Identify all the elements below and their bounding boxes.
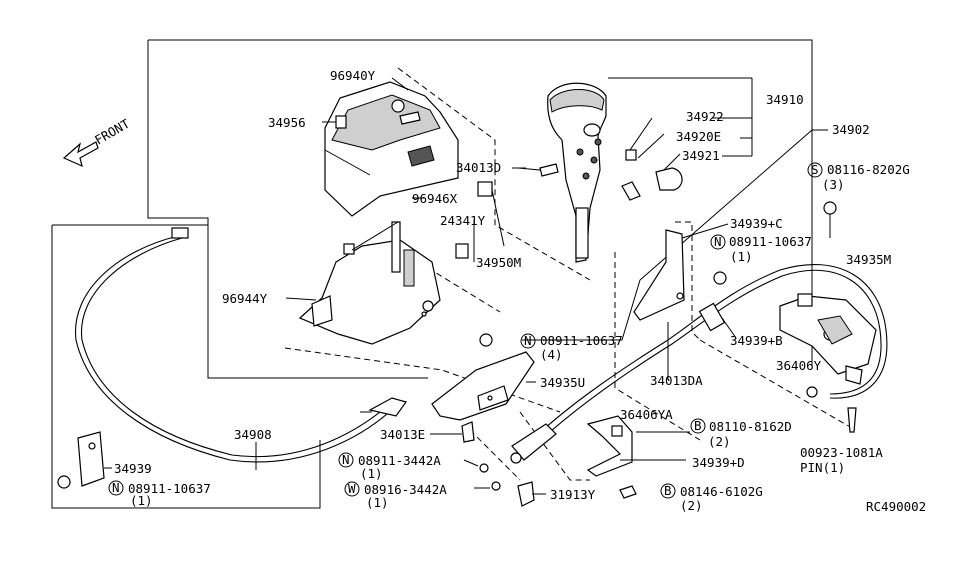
label-34939: 34939 xyxy=(114,461,152,476)
symbol-screw: S xyxy=(811,162,819,177)
label-34950m: 34950M xyxy=(476,255,521,270)
bracket-34939d xyxy=(586,415,633,477)
label-08911-10637-right-qty: (1) xyxy=(730,249,753,264)
label-08110-qty: (2) xyxy=(708,434,731,449)
label-08110-8162d: 08110-8162D xyxy=(709,419,792,434)
label-08911-10637-mid: 08911-10637 xyxy=(540,333,623,348)
frame-lines xyxy=(51,39,828,509)
nut-34939c xyxy=(713,271,727,285)
label-08146-6102g: 08146-6102G xyxy=(680,484,763,499)
clip-96946x xyxy=(477,181,493,197)
front-arrow: FRONT xyxy=(62,116,132,168)
label-08146-qty: (2) xyxy=(680,498,703,513)
bolt-08116 xyxy=(823,201,837,215)
part-labels: 96940Y 34956 34910 34922 34920E 34921 34… xyxy=(114,68,926,514)
cable-34935m xyxy=(510,264,888,464)
label-34902: 34902 xyxy=(832,122,870,137)
bolt-08146 xyxy=(619,485,637,499)
label-34013d: 34013D xyxy=(456,160,501,175)
label-34922: 34922 xyxy=(686,109,724,124)
label-00923-1081a: 00923-1081A xyxy=(800,445,883,460)
label-08916-3442a: 08916-3442A xyxy=(364,482,447,497)
cable-34908 xyxy=(75,227,407,463)
diagram-code: RC490002 xyxy=(866,499,926,514)
clip-36406y xyxy=(806,386,818,398)
screw-34013d xyxy=(517,163,559,177)
console-finisher xyxy=(324,81,459,217)
label-96940y: 96940Y xyxy=(330,68,376,83)
label-34939c: 34939+C xyxy=(730,216,783,231)
label-08916-qty: (1) xyxy=(366,495,389,510)
label-08116-qty: (3) xyxy=(822,177,845,192)
symbol-nut-3442a: N xyxy=(342,452,350,467)
label-36406ya: 36406YA xyxy=(620,407,673,422)
label-31913y: 31913Y xyxy=(550,487,596,502)
label-00923-pin: PIN(1) xyxy=(800,460,845,475)
symbol-bolt-08146: B xyxy=(664,483,672,498)
label-08116-8202g: 08116-8202G xyxy=(827,162,910,177)
clip-34013e xyxy=(461,421,475,443)
label-08911-10637-mid-qty: (4) xyxy=(540,347,563,362)
front-label: FRONT xyxy=(92,116,132,148)
label-34935m: 34935M xyxy=(846,252,891,267)
bracket-34939b xyxy=(779,293,877,385)
label-34908: 34908 xyxy=(234,427,272,442)
washer xyxy=(491,481,501,491)
nut-mid xyxy=(479,333,493,347)
knob-button-parts xyxy=(621,117,683,201)
nut-08911-3442a xyxy=(479,463,489,473)
symbol-nut-right: N xyxy=(714,234,722,249)
bracket-31913y xyxy=(517,481,535,507)
clip-34956 xyxy=(335,115,347,129)
shift-lever-base xyxy=(298,221,441,345)
symbol-washer: W xyxy=(348,481,356,496)
bracket-34939c xyxy=(633,223,729,321)
label-34920e: 34920E xyxy=(676,129,721,144)
label-34013e: 34013E xyxy=(380,427,425,442)
cover-34935u xyxy=(431,351,535,421)
pin-00923 xyxy=(847,407,857,433)
label-34013da: 34013DA xyxy=(650,373,703,388)
leader-lines xyxy=(255,77,753,495)
label-36406y: 36406Y xyxy=(776,358,822,373)
label-34956: 34956 xyxy=(268,115,306,130)
label-08911-3442a-qty: (1) xyxy=(360,466,383,481)
label-34939b: 34939+B xyxy=(730,333,783,348)
shift-knob xyxy=(547,82,607,263)
label-34939d: 34939+D xyxy=(692,455,745,470)
label-24341y: 24341Y xyxy=(440,213,486,228)
label-08911-10637-left-qty: (1) xyxy=(130,493,153,508)
symbol-bolt-08110: B xyxy=(694,418,702,433)
symbol-circles: S N N B N W N B xyxy=(108,162,823,499)
clip-24341y xyxy=(455,243,469,259)
label-96946x: 96946X xyxy=(412,191,458,206)
label-08911-10637-right: 08911-10637 xyxy=(729,234,812,249)
guide-lines xyxy=(284,67,853,481)
label-34910: 34910 xyxy=(766,92,804,107)
label-08911-3442a: 08911-3442A xyxy=(358,453,441,468)
label-34921: 34921 xyxy=(682,148,720,163)
label-96944y: 96944Y xyxy=(222,291,268,306)
bracket-34939 xyxy=(77,431,112,487)
symbol-nut-left: N xyxy=(112,480,120,495)
nut-left xyxy=(57,475,71,489)
symbol-nut-mid: N xyxy=(524,333,532,348)
label-08911-10637-left: 08911-10637 xyxy=(128,481,211,496)
label-34935u: 34935U xyxy=(540,375,585,390)
